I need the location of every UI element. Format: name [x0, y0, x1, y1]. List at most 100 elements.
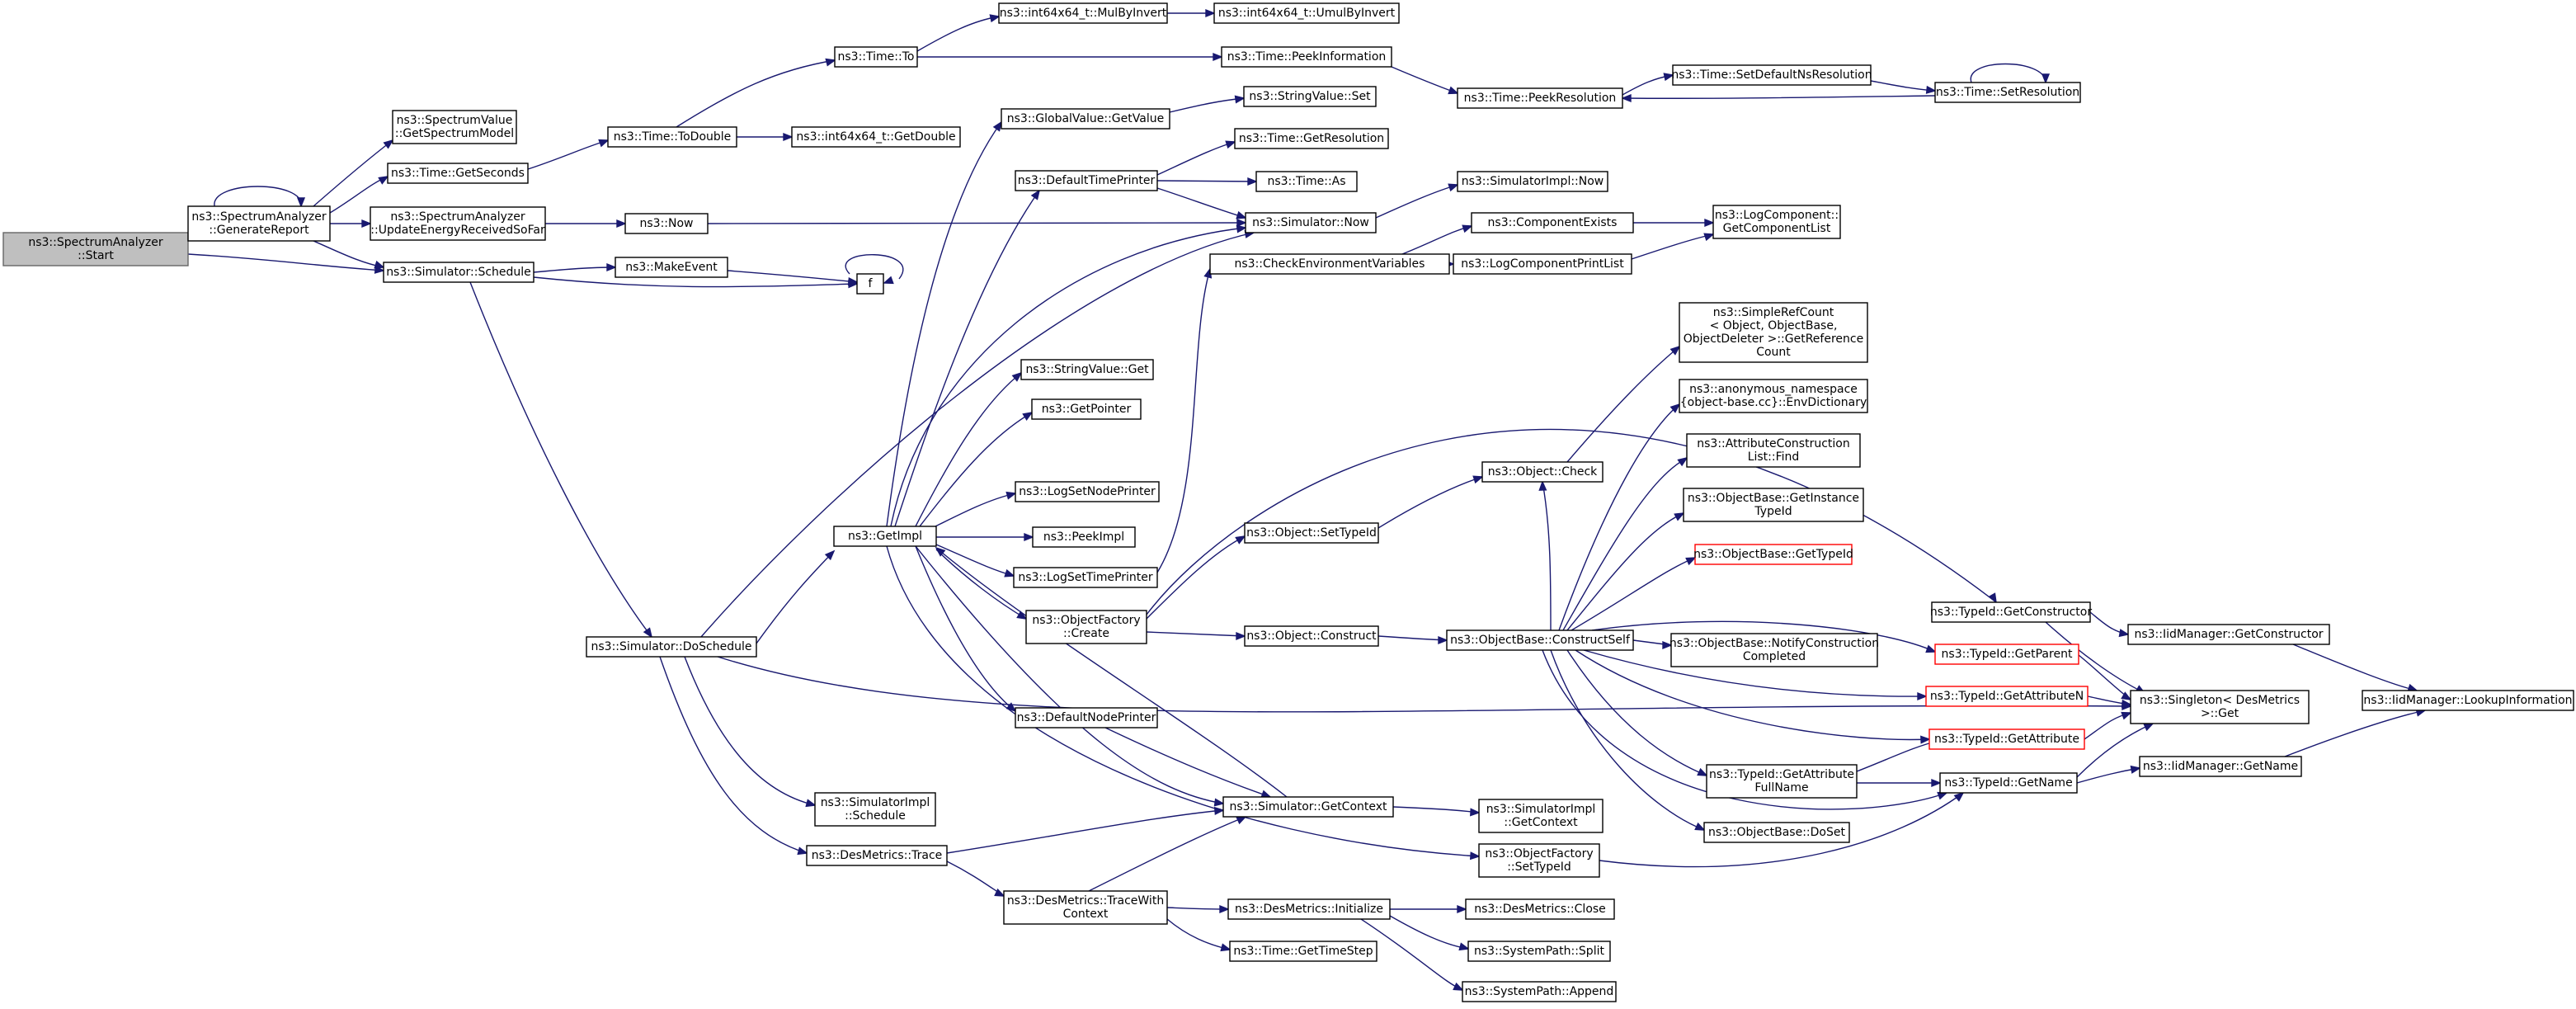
node-doset[interactable]: ns3::ObjectBase::DoSet [1703, 822, 1850, 843]
node-objfactorycreate[interactable]: ns3::ObjectFactory::Create [1025, 610, 1147, 644]
node-getattribute[interactable]: ns3::TypeId::GetAttribute [1928, 728, 2085, 750]
node-objsettypeid[interactable]: ns3::Object::SetTypeId [1244, 522, 1379, 544]
node-genreport[interactable]: ns3::SpectrumAnalyzer::GenerateReport [187, 205, 331, 242]
node-setres[interactable]: ns3::Time::SetResolution [1934, 82, 2081, 103]
node-simimplnow[interactable]: ns3::SimulatorImpl::Now [1457, 171, 1608, 192]
node-timeas[interactable]: ns3::Time::As [1255, 171, 1358, 192]
node-simimplschedule[interactable]: ns3::SimulatorImpl::Schedule [814, 792, 936, 827]
node-objconstruct[interactable]: ns3::Object::Construct [1244, 625, 1379, 647]
node-simimplgetcontext[interactable]: ns3::SimulatorImpl::GetContext [1478, 799, 1604, 833]
node-objcheck[interactable]: ns3::Object::Check [1481, 461, 1604, 483]
node-stringvalueget[interactable]: ns3::StringValue::Get [1020, 359, 1154, 380]
node-label: ns3::StringValue::Get [1025, 363, 1149, 376]
node-updateenergy[interactable]: ns3::SpectrumAnalyzer::UpdateEnergyRecei… [370, 206, 546, 241]
node-envdict[interactable]: ns3::anonymous_namespace{object-base.cc}… [1679, 379, 1868, 413]
node-getobjtypeid[interactable]: ns3::ObjectBase::GetTypeId [1693, 544, 1853, 565]
node-label: ns3::SimulatorImpl [821, 796, 930, 809]
node-label: ns3::SimpleRefCount [1713, 306, 1834, 319]
node-globalvalue[interactable]: ns3::GlobalValue::GetValue [1001, 108, 1170, 130]
node-notifyconstr[interactable]: ns3::ObjectBase::NotifyConstructionCompl… [1669, 633, 1879, 667]
node-constructself[interactable]: ns3::ObjectBase::ConstructSelf [1446, 629, 1634, 651]
node-f[interactable]: f [856, 273, 884, 295]
node-box [1244, 625, 1379, 647]
node-peekres[interactable]: ns3::Time::PeekResolution [1457, 87, 1623, 109]
node-label: ::SetTypeId [1507, 860, 1571, 874]
node-label: ns3::GetImpl [848, 530, 922, 543]
node-label: Context [1063, 908, 1109, 921]
node-simgetcontext[interactable]: ns3::Simulator::GetContext [1222, 796, 1394, 818]
node-objfactorysettypeid[interactable]: ns3::ObjectFactory::SetTypeId [1478, 843, 1600, 878]
node-box [1015, 481, 1160, 502]
node-singleton[interactable]: ns3::Singleton< DesMetrics>::Get [2130, 690, 2310, 724]
node-iidgetconstr[interactable]: ns3::IidManager::GetConstructor [2127, 624, 2330, 645]
node-lookupinfo[interactable]: ns3::IidManager::LookupInformation [2362, 690, 2574, 711]
node-compexists[interactable]: ns3::ComponentExists [1471, 212, 1634, 233]
node-to[interactable]: ns3::Time::To [834, 46, 918, 68]
node-schedule[interactable]: ns3::Simulator::Schedule [383, 262, 535, 283]
node-getresolution[interactable]: ns3::Time::GetResolution [1234, 128, 1389, 149]
node-peekimpl[interactable]: ns3::PeekImpl [1032, 526, 1136, 548]
node-label: {object-base.cc}::EnvDictionary [1680, 396, 1867, 409]
node-iidgetname[interactable]: ns3::IidManager::GetName [2139, 756, 2302, 777]
node-defaultnodeprinter[interactable]: ns3::DefaultNodePrinter [1015, 707, 1158, 728]
node-checkenv[interactable]: ns3::CheckEnvironmentVariables [1209, 253, 1450, 275]
node-getparent[interactable]: ns3::TypeId::GetParent [1934, 644, 2079, 665]
node-makeevent[interactable]: ns3::MakeEvent [615, 257, 728, 278]
node-getcomplist[interactable]: ns3::LogComponent::GetComponentList [1712, 205, 1841, 239]
node-mulbyinvert[interactable]: ns3::int64x64_t::MulByInvert [998, 2, 1168, 24]
node-specvalue[interactable]: ns3::SpectrumValue::GetSpectrumModel [392, 110, 517, 144]
node-logcompprintlist[interactable]: ns3::LogComponentPrintList [1453, 253, 1632, 275]
node-append[interactable]: ns3::SystemPath::Append [1462, 981, 1617, 1002]
node-box [1478, 799, 1604, 833]
edge-typeidgetname-to-singleton [2076, 723, 2155, 778]
node-getattributen[interactable]: ns3::TypeId::GetAttributeN [1925, 686, 2089, 707]
edge-genreport-to-getseconds [329, 176, 389, 214]
node-label: ns3::Time::PeekInformation [1227, 50, 1387, 64]
node-typeidgetconstr[interactable]: ns3::TypeId::GetConstructor [1930, 601, 2092, 623]
node-getseconds[interactable]: ns3::Time::GetSeconds [387, 163, 529, 184]
node-desclose[interactable]: ns3::DesMetrics::Close [1465, 898, 1615, 920]
node-box [1213, 2, 1400, 24]
node-gettimestep[interactable]: ns3::Time::GetTimeStep [1229, 941, 1377, 962]
node-todouble[interactable]: ns3::Time::ToDouble [607, 126, 737, 148]
node-split[interactable]: ns3::SystemPath::Split [1467, 941, 1611, 962]
node-simnow[interactable]: ns3::Simulator::Now [1245, 212, 1377, 233]
edge-logcompprintlist-to-getcomplist [1631, 233, 1715, 260]
node-getimpl[interactable]: ns3::GetImpl [833, 526, 937, 547]
node-simpleref[interactable]: ns3::SimpleRefCount< Object, ObjectBase,… [1679, 302, 1868, 363]
node-start[interactable]: ns3::SpectrumAnalyzer::Start [2, 232, 189, 266]
node-defaulttimeprinter[interactable]: ns3::DefaultTimePrinter [1015, 170, 1158, 191]
arrowhead [643, 627, 653, 639]
node-nsnow[interactable]: ns3::Now [624, 213, 709, 234]
node-desmetricstrace[interactable]: ns3::DesMetrics::Trace [806, 845, 948, 866]
arrowhead [1697, 767, 1708, 776]
node-umulbyinvert[interactable]: ns3::int64x64_t::UmulByInvert [1213, 2, 1400, 24]
node-logsettimeprinter[interactable]: ns3::LogSetTimePrinter [1013, 567, 1158, 588]
edge-tracewithcontext-to-desinit [1166, 904, 1230, 914]
node-logsetnodeprinter[interactable]: ns3::LogSetNodePrinter [1015, 481, 1160, 502]
node-stringvalueset[interactable]: ns3::StringValue::Set [1243, 86, 1377, 107]
edge-iidgetconstr-to-lookupinfo [2292, 644, 2418, 692]
node-peekinfo[interactable]: ns3::Time::PeekInformation [1221, 46, 1392, 68]
node-label: ns3::int64x64_t::MulByInvert [1000, 7, 1167, 20]
arrowhead [1236, 218, 1247, 228]
node-label: ns3::Time::SetResolution [1936, 86, 2079, 99]
edge-getimpl-to-defaultnodeprinter [915, 545, 1017, 713]
edge-line [1391, 66, 1458, 94]
node-getpointer[interactable]: ns3::GetPointer [1031, 398, 1142, 420]
node-setdefaultns[interactable]: ns3::Time::SetDefaultNsResolution [1671, 64, 1872, 86]
edge-getattrfullname-to-getattribute [1856, 738, 1940, 772]
node-label: ns3::Object::SetTypeId [1246, 526, 1377, 540]
node-getdouble[interactable]: ns3::int64x64_t::GetDouble [791, 126, 961, 148]
node-desinit[interactable]: ns3::DesMetrics::Initialize [1227, 898, 1391, 920]
edge-line [1870, 80, 1936, 92]
node-box [1712, 205, 1841, 239]
node-box [834, 46, 918, 68]
node-typeidgetname[interactable]: ns3::TypeId::GetName [1939, 772, 2078, 794]
arrowhead [1669, 345, 1681, 356]
node-doschedule[interactable]: ns3::Simulator::DoSchedule [586, 636, 757, 658]
